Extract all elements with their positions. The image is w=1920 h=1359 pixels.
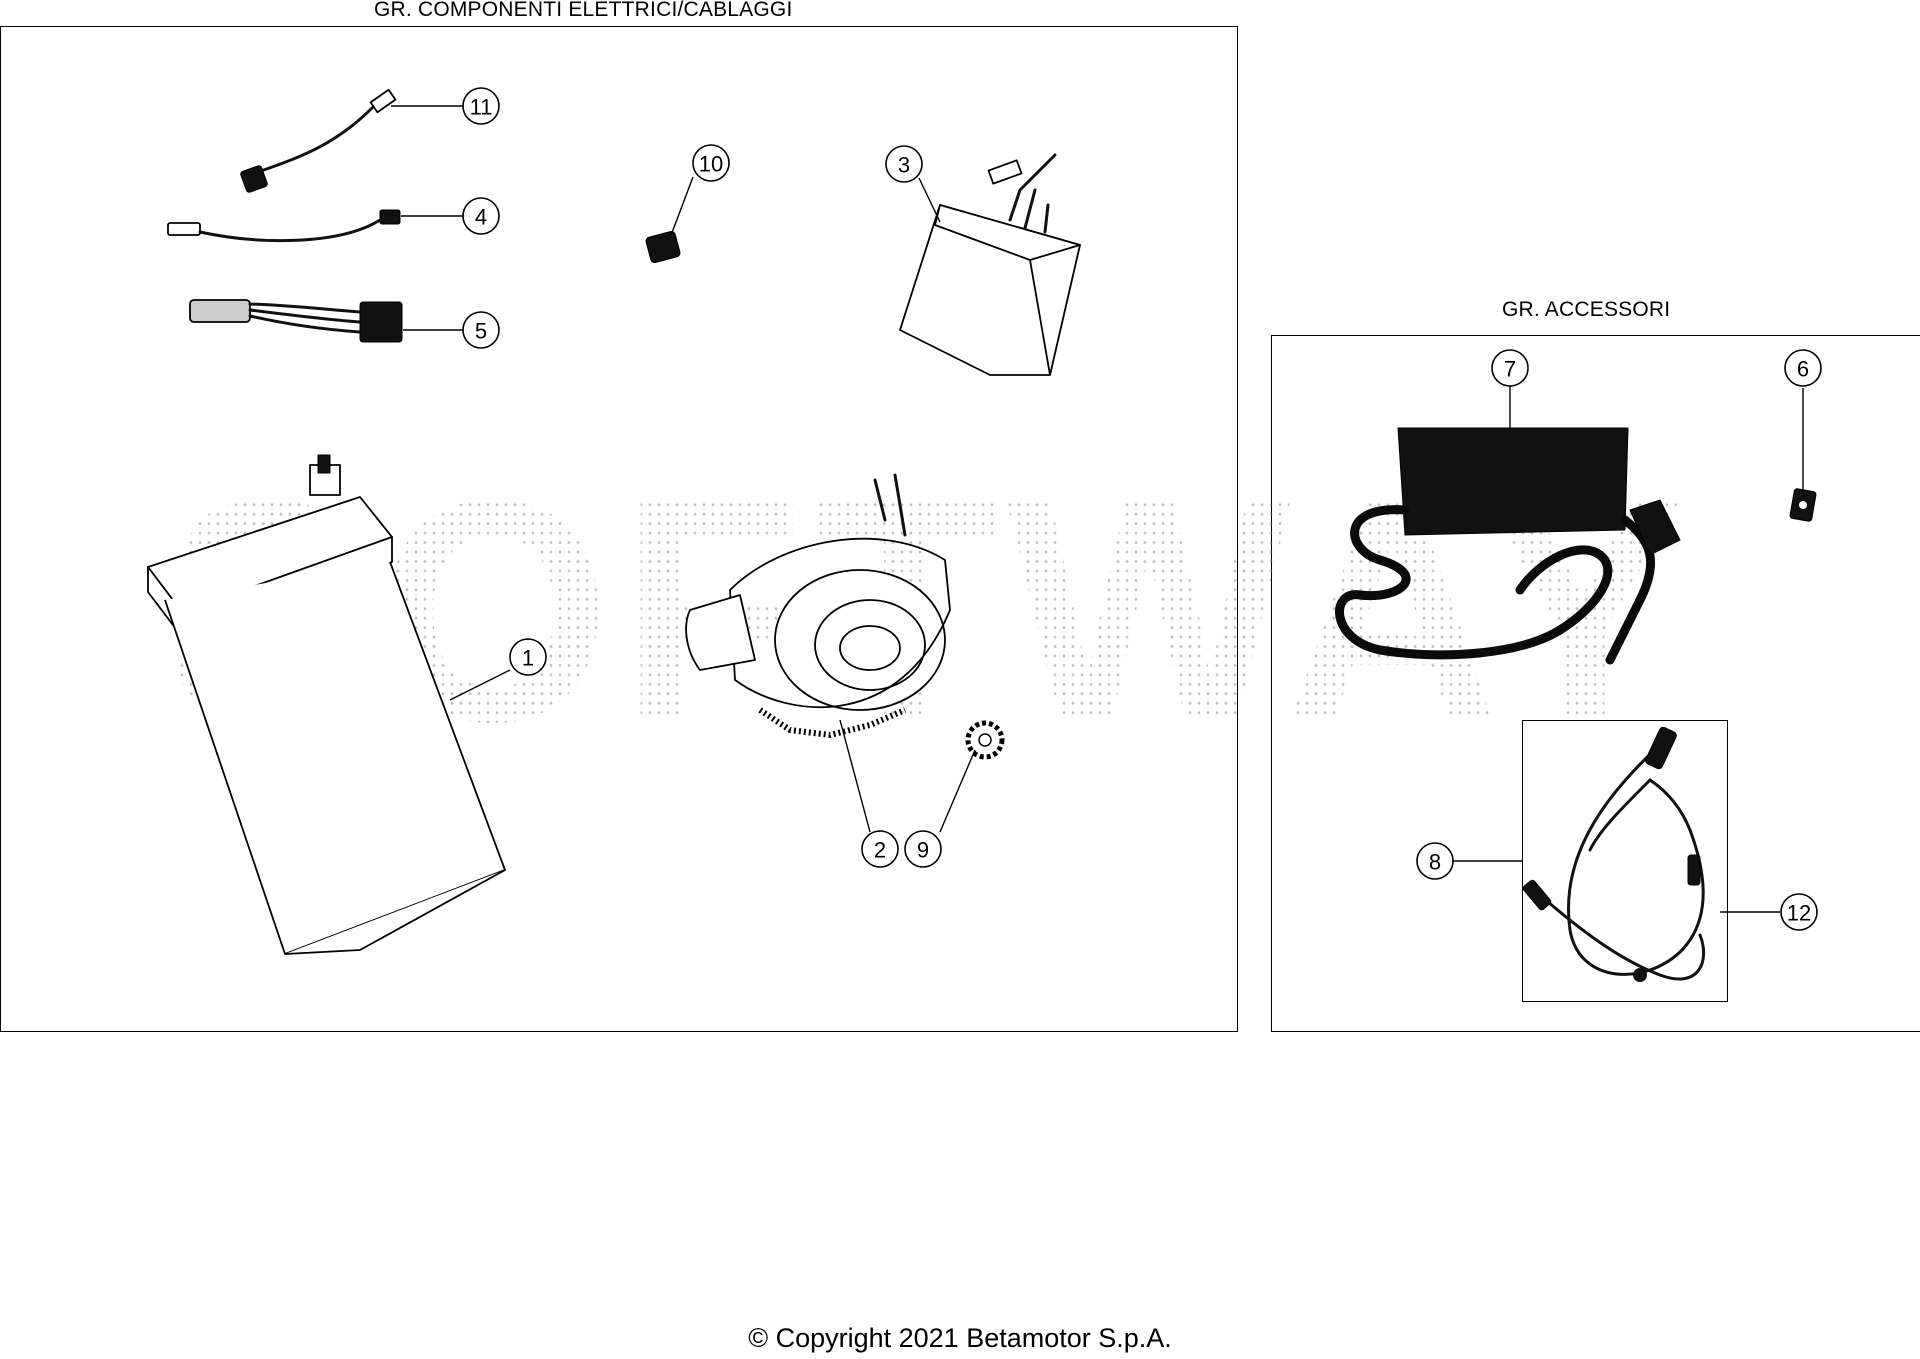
part-10-switch [645, 230, 681, 264]
svg-text:9: 9 [917, 838, 929, 863]
part-11-cable-harness [240, 88, 397, 193]
svg-text:5: 5 [475, 319, 487, 344]
svg-text:11: 11 [470, 95, 493, 120]
copyright-notice: © Copyright 2021 Betamotor S.p.A. [748, 1323, 1172, 1353]
svg-text:8: 8 [1429, 850, 1441, 875]
part-1-battery [147, 454, 506, 955]
part-4-cable [167, 209, 401, 243]
group-title-accessories: GR. ACCESSORI [1502, 298, 1671, 321]
callout-1[interactable]: 1 [509, 638, 547, 676]
svg-text:1: 1 [522, 646, 534, 671]
part-2-motor [685, 473, 951, 739]
svg-text:7: 7 [1504, 357, 1516, 382]
group-title-electrical: GR. COMPONENTI ELETTRICI/CABLAGGI [374, 0, 793, 21]
callout-11[interactable]: 11 [462, 87, 500, 125]
callout-8[interactable]: 8 [1416, 842, 1454, 880]
cable-inset-frame [1522, 720, 1728, 1002]
leader-lines [391, 105, 1804, 913]
part-6-socket [1789, 488, 1817, 522]
part-3-controller-box [899, 153, 1081, 376]
svg-text:6: 6 [1797, 357, 1809, 382]
callout-5[interactable]: 5 [462, 311, 500, 349]
callout-12[interactable]: 12 [1780, 893, 1818, 931]
accessories-group-frame [1271, 335, 1920, 1032]
svg-text:3: 3 [898, 153, 910, 178]
callout-4[interactable]: 4 [462, 197, 500, 235]
callout-9[interactable]: 9 [904, 830, 942, 868]
callout-3[interactable]: 3 [885, 145, 923, 183]
part-9-sprocket [965, 720, 1005, 760]
callout-10[interactable]: 10 [692, 144, 730, 182]
electrical-group-frame [0, 26, 1238, 1032]
callout-2[interactable]: 2 [861, 830, 899, 868]
part-8-12-charging-cable [1522, 726, 1706, 982]
callout-6[interactable]: 6 [1784, 349, 1822, 387]
svg-text:12: 12 [1787, 901, 1811, 926]
callout-7[interactable]: 7 [1491, 349, 1529, 387]
part-7-battery-charger [1335, 427, 1681, 665]
svg-text:4: 4 [475, 205, 487, 230]
svg-text:10: 10 [699, 152, 723, 177]
part-5-wiring-harness [189, 299, 403, 343]
svg-text:2: 2 [874, 838, 886, 863]
